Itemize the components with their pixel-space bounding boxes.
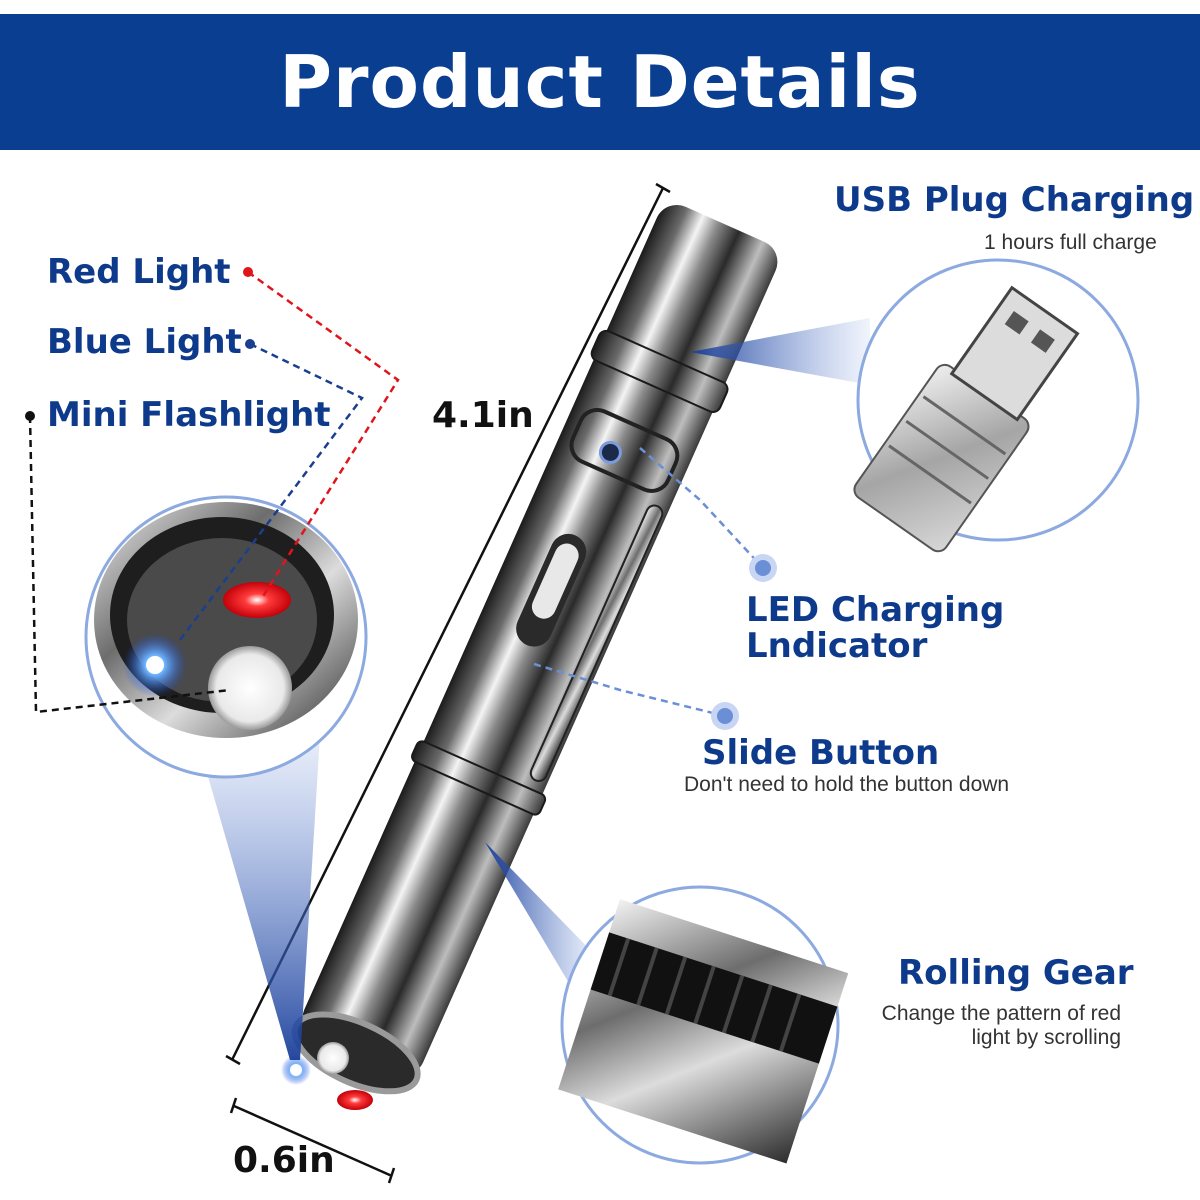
zoom-circle-usb [853,258,1140,553]
zoom-beam-head [196,735,320,1060]
led-indicator-title-line1: LED Charging [746,590,1005,630]
mini-flashlight-callout [25,411,231,714]
header-banner: Product Details [0,14,1200,150]
led-indicator-callout [639,447,777,582]
red-light-label: Red Light [47,252,231,292]
usb-charging-subtitle: 1 hours full charge [984,231,1157,254]
zoom-beam-usb [690,318,870,385]
rolling-gear-title: Rolling Gear [898,953,1134,993]
zoom-circle-head [84,495,368,779]
blue-light-callout [179,339,364,641]
front-lens-small [281,1042,373,1110]
slide-button-callout [533,662,739,730]
diameter-dimension-label: 0.6in [233,1140,335,1181]
slide-button-subtitle: Don't need to hold the button down [684,773,1010,796]
length-dimension-label: 4.1in [432,395,534,436]
zoom-circle-gear [558,885,849,1165]
usb-charging-title: USB Plug Charging [834,180,1195,220]
flashlight-body [291,204,778,1095]
diameter-dimension-line [229,1097,396,1184]
rolling-gear-subtitle-line1: Change the pattern of red [881,1002,1121,1025]
red-light-callout [243,267,400,599]
mini-flashlight-label: Mini Flashlight [47,395,331,435]
rolling-gear-subtitle-line2: light by scrolling [971,1026,1121,1049]
slide-button-title: Slide Button [702,733,940,773]
led-indicator-title-line2: Lndicator [746,626,928,666]
blue-light-label: Blue Light [47,322,242,362]
zoom-beam-gear [485,842,600,1010]
page-title: Product Details [279,40,921,124]
